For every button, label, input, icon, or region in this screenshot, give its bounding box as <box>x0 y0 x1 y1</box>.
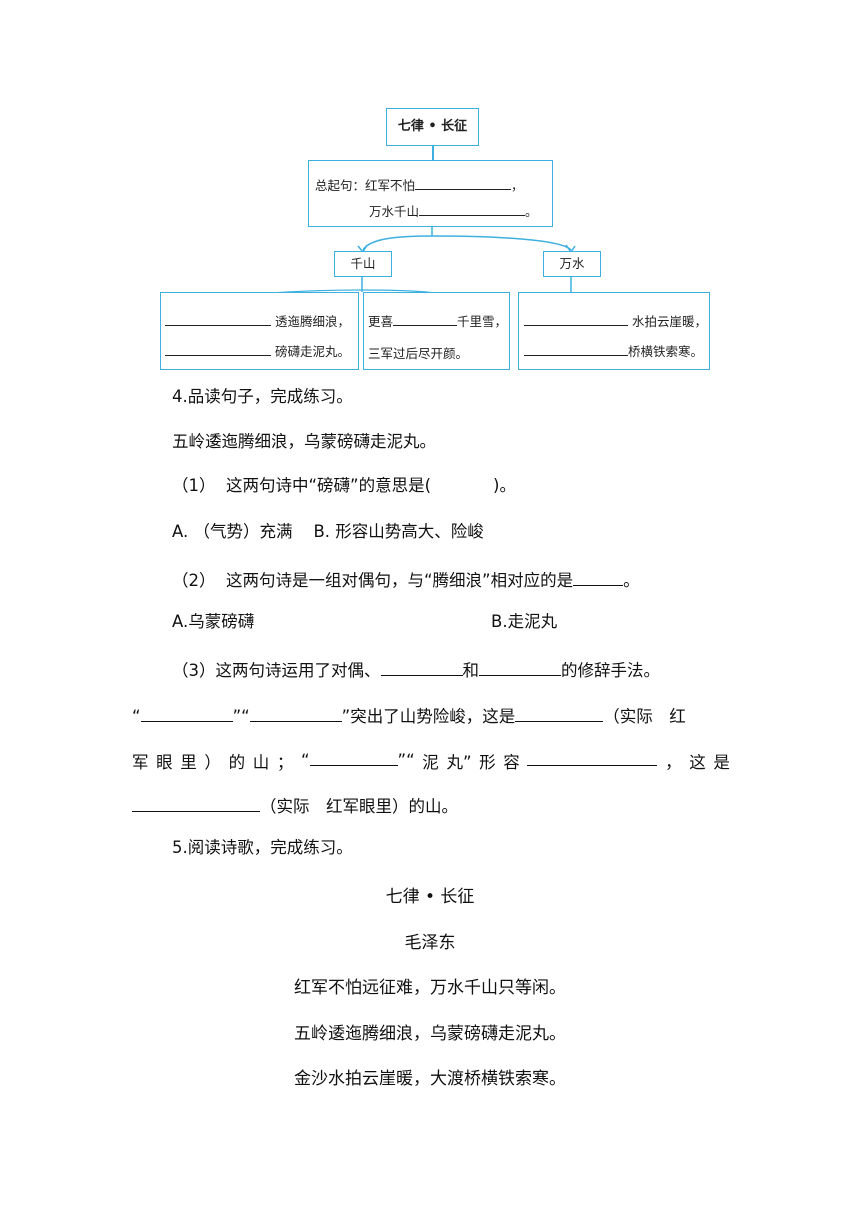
token: 的 <box>228 753 246 772</box>
q4-sub2: （2） 这两句诗是一组对偶句，与“腾细浪”相对应的是 。 <box>172 569 640 590</box>
token: 山 <box>252 753 270 772</box>
poem-title: 七律 • 长征 <box>385 887 475 907</box>
summary-line2-end: 。 <box>525 204 538 219</box>
token: ； <box>276 753 294 772</box>
token: 丸 <box>446 753 463 772</box>
q4-sub3-blank-7[interactable] <box>527 749 658 766</box>
token: “ <box>300 751 310 770</box>
branch-wanshui-box: 万水 <box>543 251 601 277</box>
q4-sub3-blank-2[interactable] <box>479 659 561 676</box>
box-b-blank[interactable] <box>393 312 458 326</box>
box-b-line1-post: 千里雪， <box>457 314 508 329</box>
box-a-line2: 磅礴走泥丸。 <box>274 344 350 359</box>
token: 这 <box>689 753 706 772</box>
q4-sub1-prefix: （1） <box>172 476 216 495</box>
box-a-line1: 透迤腾细浪， <box>274 314 350 329</box>
q5-heading: 5.阅读诗歌，完成练习。 <box>172 838 353 857</box>
q4-sub3-line4-tail: （实际 红军眼里）的山。 <box>260 797 458 816</box>
token: 军 <box>132 753 149 772</box>
poem-line-3: 金沙水拍云崖暖，大渡桥横铁索寒。 <box>294 1069 566 1089</box>
summary-blank-2[interactable] <box>419 202 526 216</box>
detail-box-a: 透迤腾细浪， 磅礴走泥丸。 <box>160 292 359 370</box>
detail-box-b: 更喜 千里雪， 三军过后尽开颜。 <box>363 292 510 370</box>
structure-diagram: 七律 • 长征 总起句：红军不怕 ， 万水千山 。 千山 万水 透迤腾细浪， <box>0 0 860 380</box>
summary-line1-end: ， <box>511 178 524 193</box>
token: 眼 <box>156 753 173 772</box>
q4-sub1-options: A. （气势）充满 B. 形容山势高大、险峻 <box>172 522 484 541</box>
q4-sub3-blank-5[interactable] <box>515 705 604 722</box>
summary-line2-text: 万水千山 <box>369 204 420 219</box>
detail-box-c: 水拍云崖暖， 桥横铁索寒。 <box>518 292 710 370</box>
q4-sub3-line2-text: ”突出了山势险峻，这是 <box>341 707 516 726</box>
token: 是 <box>713 753 730 772</box>
token: 泥 <box>422 753 439 772</box>
q4-sub3-blank-4[interactable] <box>249 705 342 722</box>
poem-line-2: 五岭逶迤腾细浪，乌蒙磅礴走泥丸。 <box>294 1024 566 1044</box>
q4-sub1-close: )。 <box>493 476 516 495</box>
branch-wanshui: 万水 <box>559 256 585 271</box>
diagram-title: 七律 • 长征 <box>397 119 468 134</box>
q4-sub2-option-b: B.走泥丸 <box>491 612 558 631</box>
q4-sub1-option-a: A. （气势）充满 <box>172 522 293 541</box>
q4-sub3-line2: “ ”“ ”突出了山势险峻，这是 （实际 红 <box>132 705 686 726</box>
box-c-line2: 桥横铁索寒。 <box>628 344 704 359</box>
q4-sub1: （1） 这两句诗中“磅礴”的意思是( )。 <box>172 476 516 495</box>
q4-sentence: 五岭逶迤腾细浪，乌蒙磅礴走泥丸。 <box>172 432 436 451</box>
box-c-line1: 水拍云崖暖， <box>631 314 707 329</box>
branch-qianshan: 千山 <box>350 256 376 271</box>
q4-sub3-line2-tail: （实际 红 <box>603 707 686 726</box>
q4-sub1-text: 这两句诗中“磅礴”的意思是( <box>226 476 432 495</box>
q4-sub3-line1-c: 的修辞手法。 <box>561 661 660 680</box>
q4-sub2-text: 这两句诗是一组对偶句，与“腾细浪”相对应的是 <box>226 571 574 590</box>
q4-sub2-end: 。 <box>623 571 640 590</box>
diagram-title-box: 七律 • 长征 <box>386 108 479 146</box>
token: ） <box>204 753 221 772</box>
q4-sub3-blank-8[interactable] <box>132 795 260 812</box>
box-b-line2: 三军过后尽开颜。 <box>368 346 469 361</box>
summary-line1-text: 红军不怕 <box>365 178 416 193</box>
box-b-line1-pre: 更喜 <box>368 314 394 329</box>
token: ， <box>665 753 682 772</box>
connector-line <box>432 146 434 161</box>
q4-sub2-blank[interactable] <box>573 569 624 586</box>
quote-mid: ”“ <box>397 751 415 770</box>
poem-author: 毛泽东 <box>404 933 456 953</box>
q4-sub3-blank-3[interactable] <box>140 705 233 722</box>
q4-sub3-line1-a: （3）这两句诗运用了对偶、 <box>172 661 381 680</box>
box-a-blank-2[interactable] <box>165 342 271 356</box>
token: 形 <box>479 753 496 772</box>
branch-qianshan-box: 千山 <box>334 251 392 277</box>
poem-line-1: 红军不怕远征难，万水千山只等闲。 <box>294 978 566 998</box>
summary-label: 总起句： <box>315 178 366 193</box>
summary-box: 总起句：红军不怕 ， 万水千山 。 <box>308 160 553 227</box>
q4-sub3-line1-b: 和 <box>462 661 480 680</box>
q4-heading: 4.品读句子，完成练习。 <box>172 387 353 406</box>
q4-sub3-line4: （实际 红军眼里）的山。 <box>132 795 458 816</box>
q4-sub2-option-a: A.乌蒙磅礴 <box>172 612 255 631</box>
q4-sub3-line3: 军 眼 里 ） 的 山 ； “ ”“ 泥 丸” 形 容 ， 这 是 <box>132 749 730 773</box>
q4-sub3-blank-1[interactable] <box>380 659 463 676</box>
q4-sub3-line1: （3）这两句诗运用了对偶、 和 的修辞手法。 <box>172 659 660 680</box>
token: 容 <box>503 753 520 772</box>
box-c-blank-1[interactable] <box>524 312 628 326</box>
box-a-blank-1[interactable] <box>165 312 271 326</box>
box-c-blank-2[interactable] <box>524 342 628 356</box>
q4-sub3-blank-6[interactable] <box>309 749 398 766</box>
token: 里 <box>180 753 197 772</box>
q4-sub1-option-b: B. 形容山势高大、险峻 <box>313 522 484 541</box>
summary-blank-1[interactable] <box>415 176 512 190</box>
quote-mid: ”“ <box>232 707 250 726</box>
quote-open: “ <box>132 707 141 726</box>
q4-sub2-prefix: （2） <box>172 571 216 590</box>
quote-close: ” <box>462 753 472 772</box>
